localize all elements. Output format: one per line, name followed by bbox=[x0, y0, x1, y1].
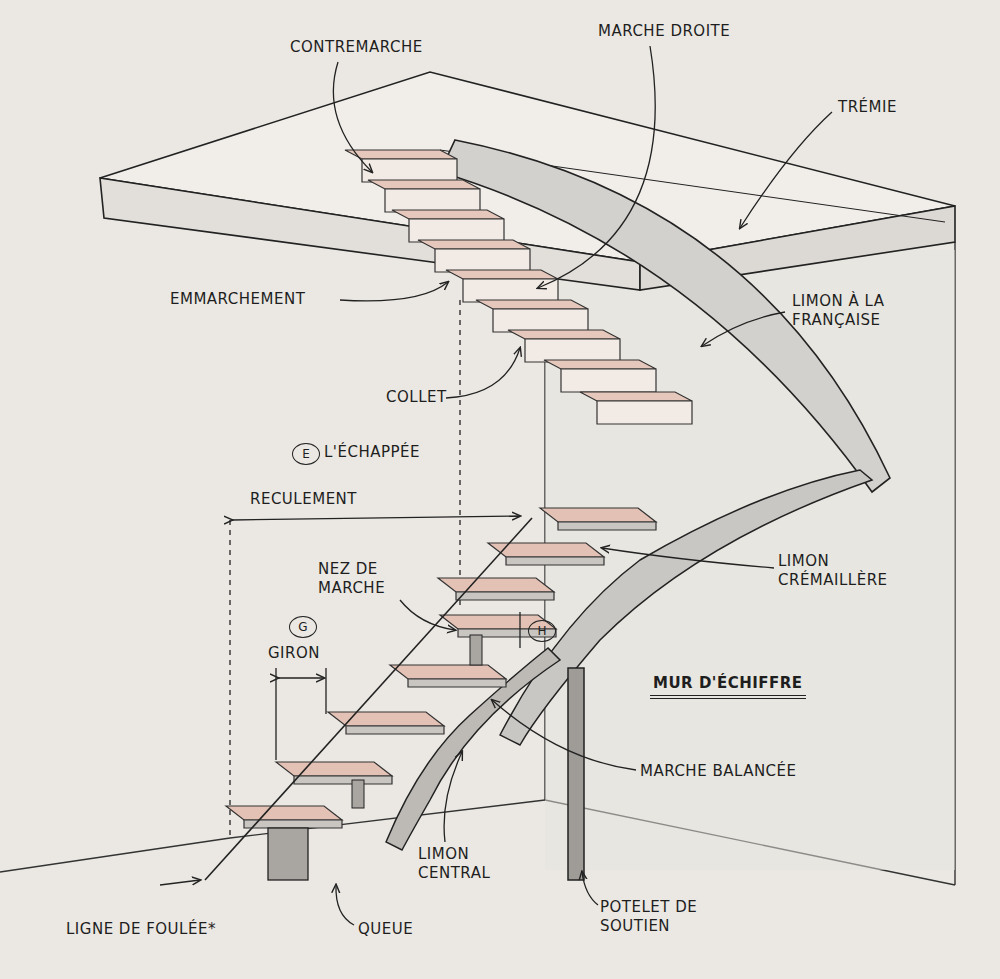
leader-lines bbox=[160, 46, 832, 925]
callout-letter: E bbox=[292, 443, 320, 465]
part-label: LIMON CENTRAL bbox=[418, 845, 528, 883]
part-label: MARCHE DROITE bbox=[598, 22, 730, 41]
part-label: LIGNE DE FOULÉE* bbox=[66, 920, 216, 939]
part-label: LIMON CRÉMAILLÈRE bbox=[778, 552, 938, 590]
central-stringer bbox=[386, 648, 560, 850]
part-label: CONTREMARCHE bbox=[290, 38, 423, 57]
support-post bbox=[568, 668, 584, 880]
part-label: POTELET DE SOUTIEN bbox=[600, 898, 750, 936]
part-label: EMMARCHEMENT bbox=[170, 290, 305, 309]
walls bbox=[0, 242, 955, 885]
rack-stringer bbox=[500, 470, 872, 745]
part-label: COLLET bbox=[386, 388, 447, 407]
step-support bbox=[470, 635, 482, 665]
step-support bbox=[352, 780, 364, 808]
walking-line bbox=[205, 518, 532, 880]
wall-label: MUR D'ÉCHIFFRE bbox=[650, 674, 806, 699]
part-label: TRÉMIE bbox=[838, 98, 897, 117]
dimension-label: RECULEMENT bbox=[250, 490, 357, 509]
part-label: LIMON À LA FRANÇAISE bbox=[792, 292, 952, 330]
step-tail bbox=[268, 828, 308, 880]
winder-steps bbox=[226, 508, 656, 828]
callout-letter: G bbox=[289, 616, 317, 638]
part-label: L'ÉCHAPPÉE bbox=[324, 443, 420, 462]
dimension-label: GIRON bbox=[268, 644, 320, 663]
callout-letter: H bbox=[528, 620, 556, 642]
part-label: NEZ DE MARCHE bbox=[318, 560, 410, 598]
part-label: MARCHE BALANCÉE bbox=[640, 762, 797, 781]
part-label: QUEUE bbox=[358, 920, 413, 939]
